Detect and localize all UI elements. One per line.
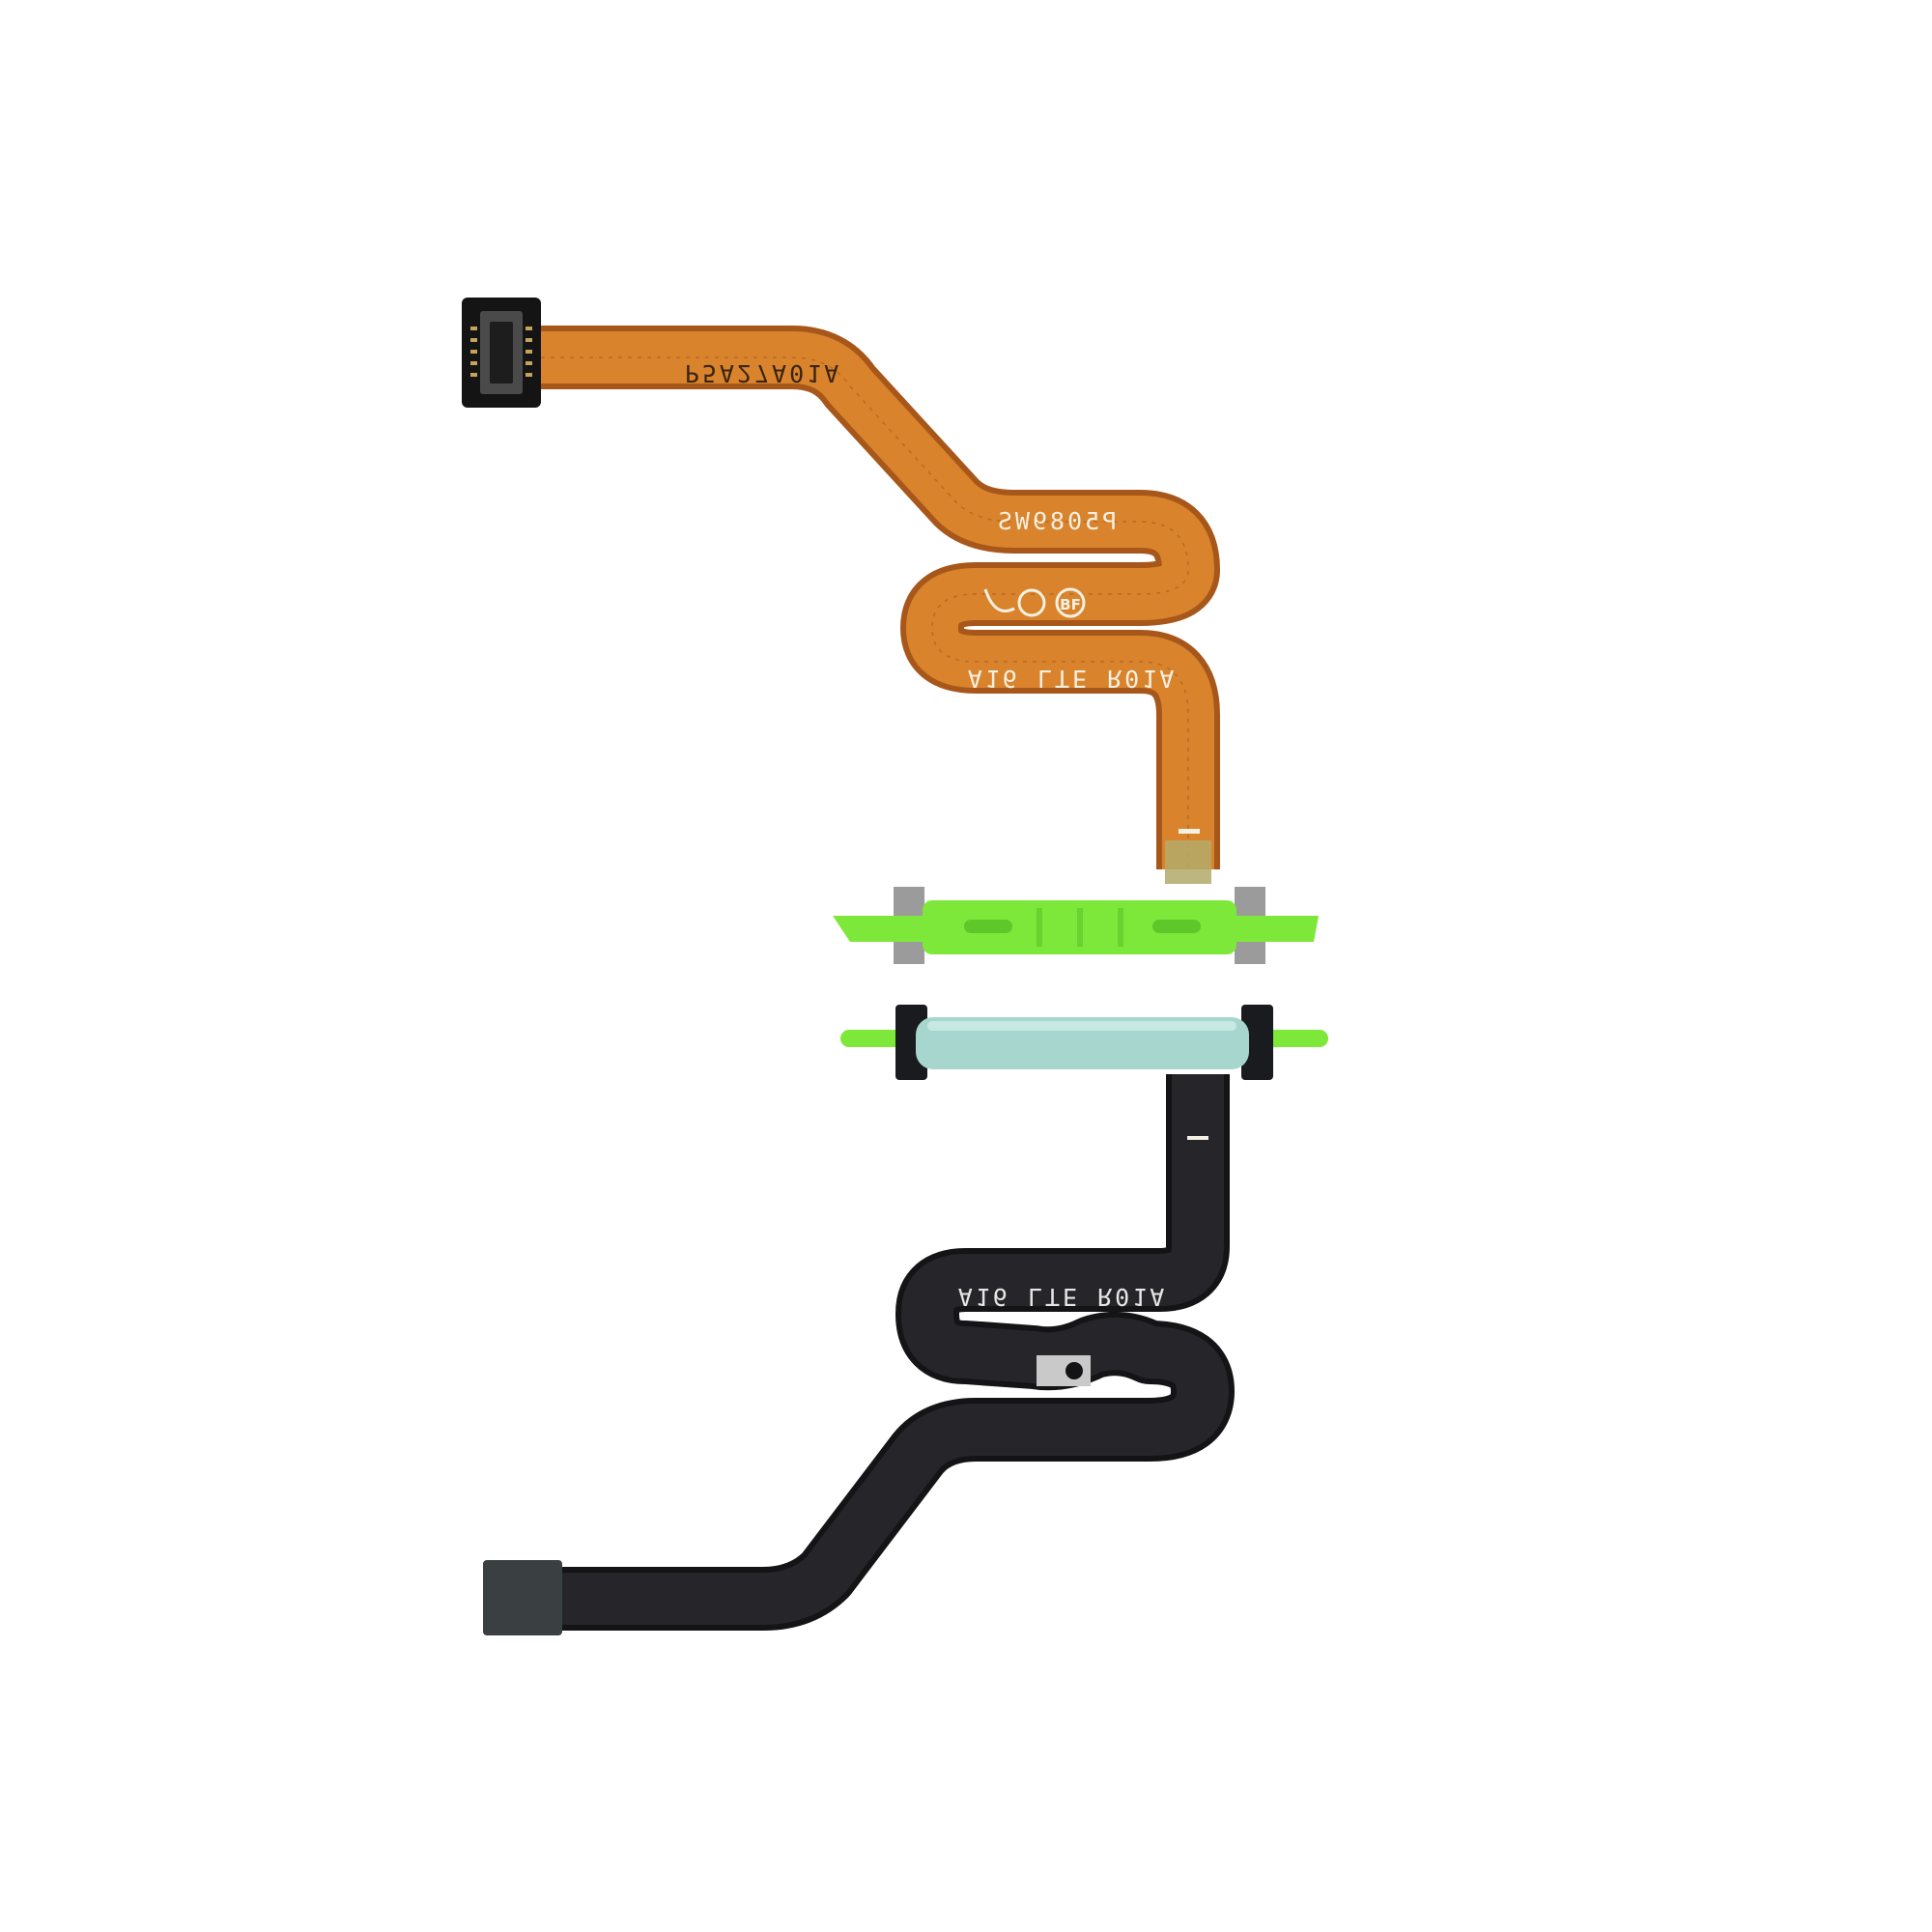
bracket-slot-left [964, 920, 1012, 933]
cert-mark-circle-1 [1017, 588, 1046, 617]
connector-slot [490, 322, 513, 384]
lower-flex-label-1: A16 LTE R01A [958, 1283, 1168, 1311]
bracket-ridge-3 [1118, 908, 1123, 947]
cert-mark-text: BF [1060, 596, 1081, 613]
bracket-wing-left [833, 916, 927, 942]
lower-flex-white-mark [1187, 1136, 1208, 1140]
sensor-face-highlight [927, 1021, 1236, 1031]
b2b-connector [462, 298, 541, 408]
fingerprint-sensor-button [840, 1005, 1328, 1080]
lower-end-pad [483, 1560, 562, 1635]
connector-pins-right [526, 327, 532, 377]
bracket-wing-right [1236, 916, 1319, 942]
connector-pins-left [470, 327, 477, 377]
upper-flex-cable: P5A27A01A P5089WS BF A16 LTE R01A [462, 298, 1220, 884]
sensor-end-cap-right [1241, 1005, 1273, 1080]
upper-flex-trace-line [493, 356, 1189, 869]
upper-green-bracket [833, 887, 1319, 964]
upper-flex-label-3: A16 LTE R01A [968, 665, 1178, 693]
cert-mark-circle-2 [1055, 587, 1086, 618]
lower-flex-ribbon [555, 1074, 1229, 1625]
upper-flex-white-mark [1179, 829, 1200, 834]
bracket-ridge-1 [1037, 908, 1042, 947]
bracket-ridge-2 [1077, 908, 1083, 947]
certification-marks: BF [983, 587, 1086, 618]
upper-flex-stiffener-tape [1165, 840, 1211, 884]
bracket-slot-right [1152, 920, 1201, 933]
upper-flex-label-1: P5A27A01A [685, 359, 841, 387]
lower-flex-cable: A16 LTE R01A [483, 1074, 1235, 1635]
ground-contact-hole [1065, 1362, 1083, 1379]
upper-flex-label-2: P5089WS [995, 507, 1117, 535]
cert-mark-wave [983, 588, 1015, 612]
